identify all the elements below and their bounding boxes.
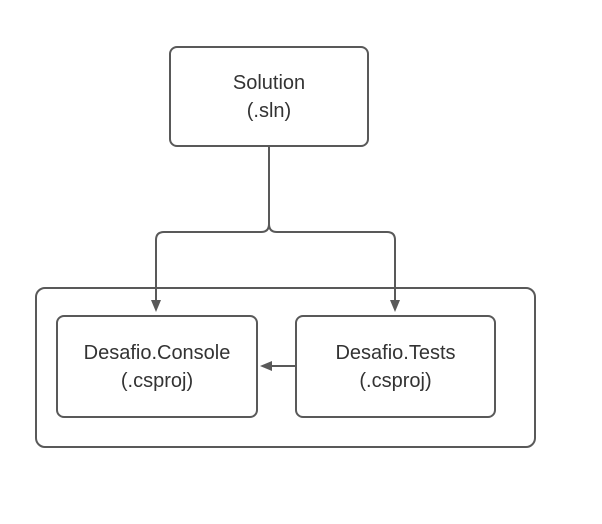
tests-project-label-line1: Desafio.Tests [335,341,456,364]
tests-project-label-line2: (.csproj) [359,369,432,392]
console-project-node: Desafio.Console (.csproj) [56,315,258,418]
solution-node: Solution (.sln) [169,46,369,147]
tests-project-node: Desafio.Tests (.csproj) [295,315,496,418]
solution-node-label-line1: Solution [232,71,306,94]
solution-node-label-line2: (.sln) [246,99,292,122]
console-project-label-line1: Desafio.Console [83,341,231,364]
console-project-label-line2: (.csproj) [120,369,194,392]
edge-solution-to-console [155,147,270,301]
edge-solution-to-tests [268,147,396,301]
